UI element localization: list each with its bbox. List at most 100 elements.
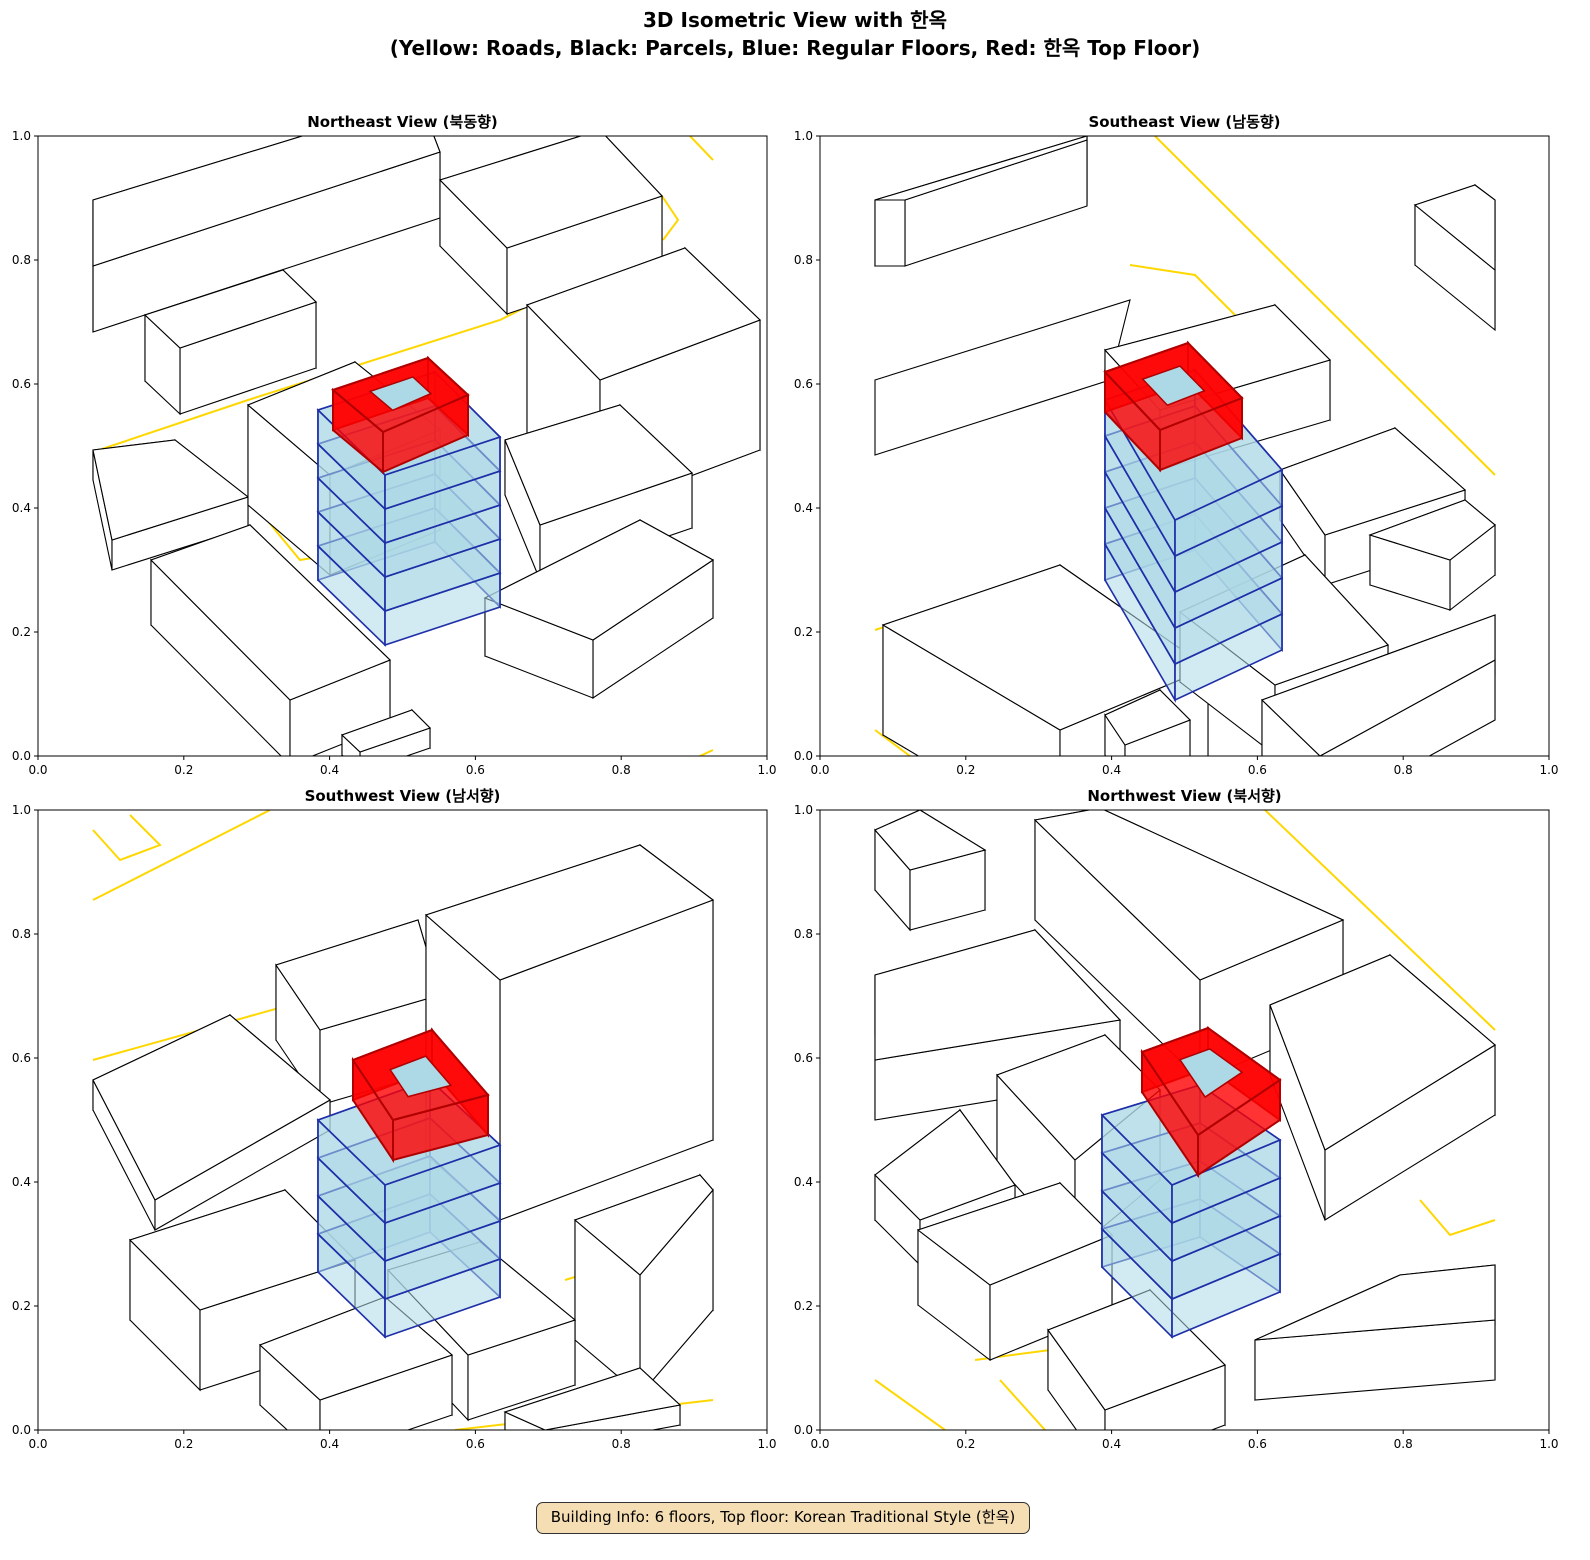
- panel-title: Northwest View (북서향): [1087, 787, 1281, 805]
- x-tick-label: 0.8: [612, 763, 631, 777]
- parcel-building-top: [438, 136, 663, 249]
- road-line: [1129, 264, 1241, 321]
- parcel-building-top: [874, 1109, 1016, 1221]
- parcel-building-top: [503, 1367, 682, 1430]
- road-line: [999, 1379, 1046, 1430]
- x-tick-label: 0.0: [28, 763, 47, 777]
- y-tick-label: 0.2: [12, 1299, 31, 1313]
- y-tick-label: 0.4: [794, 1175, 813, 1189]
- parcel-building-top: [1413, 184, 1496, 272]
- parcel-building-top: [1368, 499, 1496, 561]
- x-tick-label: 0.6: [1248, 1437, 1267, 1451]
- road-line: [1264, 810, 1496, 1031]
- hanok-courtyard: [1141, 365, 1206, 407]
- parcel-building-top: [874, 136, 1088, 201]
- y-tick-label: 0.4: [794, 501, 813, 515]
- panel-title: Southwest View (남서향): [305, 787, 501, 805]
- building-info-box: Building Info: 6 floors, Top floor: Kore…: [536, 1502, 1030, 1534]
- parcel-building-top: [1269, 954, 1496, 1151]
- x-tick-label: 1.0: [757, 763, 776, 777]
- x-tick-label: 0.2: [174, 763, 193, 777]
- parcel-building-top: [526, 247, 762, 381]
- road-line: [689, 136, 714, 161]
- y-tick-label: 0.0: [12, 1423, 31, 1437]
- panel-3: [34, 809, 768, 1434]
- panel-4-labels: Northwest View (북서향) 0.0 0.2 0.4 0.6 0.8…: [794, 787, 1559, 1451]
- panel-1-labels: Northeast View (북동향) 0.0 0.2 0.4 0.6 0.8…: [12, 113, 777, 777]
- y-tick-label: 0.2: [794, 1299, 813, 1313]
- axes-frame: [819, 809, 1550, 1431]
- panel-title: Southeast View (남동향): [1088, 113, 1280, 131]
- x-tick-label: 0.2: [174, 1437, 193, 1451]
- road-line: [92, 304, 531, 453]
- panel-1: [34, 135, 768, 760]
- x-tick-label: 0.2: [956, 1437, 975, 1451]
- hanok-courtyard: [1178, 1048, 1244, 1099]
- x-tick-label: 0.0: [810, 763, 829, 777]
- road-line: [1154, 136, 1496, 476]
- parcel-building-side: [874, 199, 906, 267]
- road-line: [874, 729, 911, 756]
- axes-frame: [37, 809, 768, 1431]
- y-tick-label: 0.6: [794, 1051, 813, 1065]
- y-tick-label: 0.8: [12, 253, 31, 267]
- x-tick-label: 0.8: [1394, 763, 1413, 777]
- axes-frame: [37, 135, 768, 757]
- y-tick-label: 1.0: [12, 803, 31, 817]
- parcel-building-top: [1254, 1264, 1496, 1341]
- y-tick-label: 0.0: [12, 749, 31, 763]
- parcel-building-top: [340, 709, 432, 753]
- panel-2-labels: Southeast View (남동향) 0.0 0.2 0.4 0.6 0.8…: [794, 113, 1559, 777]
- x-tick-label: 0.4: [1102, 763, 1121, 777]
- y-tick-label: 1.0: [794, 803, 813, 817]
- parcel-building-top: [1104, 689, 1191, 746]
- y-tick-label: 0.6: [794, 377, 813, 391]
- y-tick-label: 0.2: [794, 625, 813, 639]
- y-tick-label: 0.2: [12, 625, 31, 639]
- parcel-building-top: [424, 844, 715, 981]
- parcel-building-top: [504, 404, 694, 526]
- parcel-building-top: [1047, 1289, 1226, 1411]
- parcel-building-top: [874, 299, 1131, 456]
- parcel-building-top: [1260, 614, 1496, 756]
- scene-3d: [92, 136, 762, 756]
- road-line: [92, 814, 162, 862]
- scene-3d: [874, 136, 1496, 756]
- x-tick-label: 0.0: [28, 1437, 47, 1451]
- hanok-courtyard: [388, 1055, 453, 1098]
- y-tick-label: 0.0: [794, 749, 813, 763]
- y-tick-label: 0.8: [794, 927, 813, 941]
- y-tick-label: 0.0: [794, 1423, 813, 1437]
- axes-frame: [819, 135, 1550, 757]
- x-tick-label: 1.0: [1539, 1437, 1558, 1451]
- panel-3-labels: Southwest View (남서향) 0.0 0.2 0.4 0.6 0.8…: [12, 787, 777, 1451]
- y-tick-label: 1.0: [12, 129, 31, 143]
- parcel-building-top: [573, 1174, 714, 1276]
- parcel-building-side: [904, 139, 1088, 267]
- y-tick-label: 0.6: [12, 1051, 31, 1065]
- road-line: [1419, 1199, 1496, 1237]
- x-tick-label: 0.6: [1248, 763, 1267, 777]
- panel-title: Northeast View (북동향): [307, 113, 498, 131]
- y-tick-label: 0.8: [794, 253, 813, 267]
- parcel-building-top: [92, 1014, 331, 1201]
- panel-4: [816, 809, 1550, 1434]
- parcel-building-top: [92, 136, 441, 267]
- y-tick-label: 0.4: [12, 1175, 31, 1189]
- x-tick-label: 0.4: [320, 1437, 339, 1451]
- x-tick-label: 0.2: [956, 763, 975, 777]
- road-line: [699, 749, 714, 756]
- x-tick-label: 0.4: [1102, 1437, 1121, 1451]
- x-tick-label: 0.6: [466, 1437, 485, 1451]
- panel-2: [816, 135, 1550, 760]
- x-tick-label: 1.0: [757, 1437, 776, 1451]
- y-tick-label: 0.8: [12, 927, 31, 941]
- x-tick-label: 0.8: [1394, 1437, 1413, 1451]
- x-tick-label: 0.4: [320, 763, 339, 777]
- x-tick-label: 0.8: [612, 1437, 631, 1451]
- parcel-building-top: [874, 929, 1122, 1061]
- parcel-building-top: [1279, 427, 1467, 536]
- parcel-building-top: [1033, 810, 1345, 981]
- x-tick-label: 1.0: [1539, 763, 1558, 777]
